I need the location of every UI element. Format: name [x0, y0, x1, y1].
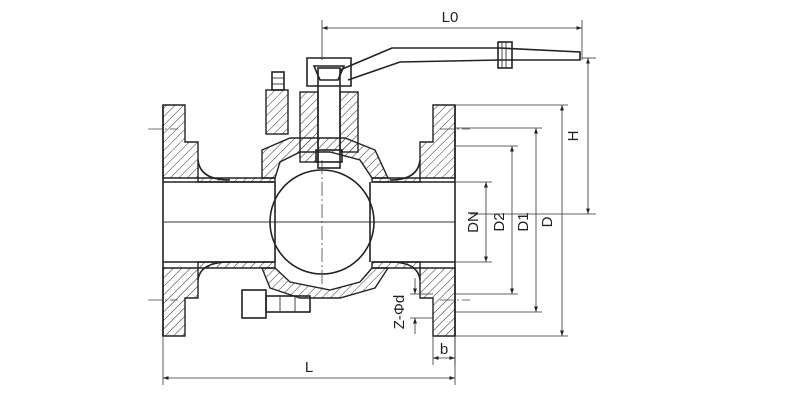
label-d: D — [539, 216, 556, 227]
stem-assembly — [265, 57, 359, 169]
center-body-top — [261, 137, 390, 179]
dim-l0: L0 — [321, 9, 583, 60]
label-l: L — [305, 359, 313, 376]
dim-d1: D1 — [455, 127, 542, 313]
dim-b: b — [432, 336, 456, 365]
dim-dn: DN — [455, 181, 492, 263]
dim-d: D — [455, 104, 568, 337]
center-body-bottom — [260, 267, 390, 299]
drain-plug — [241, 289, 311, 319]
label-zd: Z-Φd — [391, 295, 408, 329]
label-l0: L0 — [442, 9, 459, 26]
dim-h: H — [470, 57, 596, 215]
left-flange-bottom — [162, 261, 276, 337]
label-b: b — [440, 341, 448, 358]
label-dn: DN — [465, 211, 482, 233]
label-d1: D1 — [515, 212, 532, 231]
dim-l: L — [162, 336, 456, 385]
dim-zd: Z-Φd — [391, 278, 433, 334]
dim-d2: D2 — [455, 145, 518, 295]
handle-lever — [339, 41, 581, 81]
label-d2: D2 — [491, 212, 508, 231]
left-flange — [162, 104, 276, 183]
label-h: H — [565, 131, 582, 142]
